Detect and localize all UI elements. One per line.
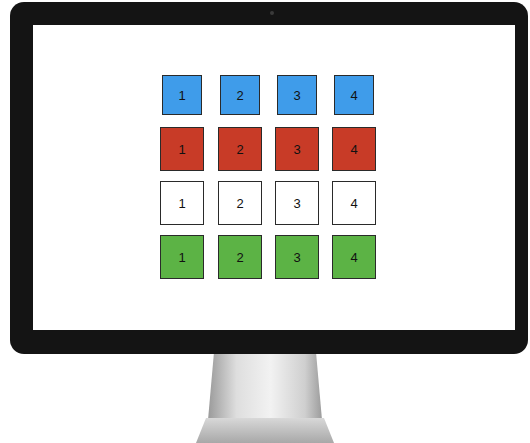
- box-number: 4: [350, 197, 357, 210]
- number-box: 1: [160, 235, 204, 279]
- number-box: 2: [218, 127, 262, 171]
- box-number: 2: [236, 197, 243, 210]
- box-number: 1: [178, 251, 185, 264]
- number-box: 3: [277, 75, 317, 115]
- box-number: 4: [350, 143, 357, 156]
- box-number: 3: [293, 251, 300, 264]
- number-box: 2: [218, 181, 262, 225]
- box-number: 1: [178, 89, 185, 102]
- number-box: 2: [218, 235, 262, 279]
- box-number: 1: [178, 143, 185, 156]
- box-number: 3: [293, 143, 300, 156]
- box-number: 2: [236, 251, 243, 264]
- box-number: 3: [293, 89, 300, 102]
- monitor-base: [196, 418, 334, 443]
- box-number: 1: [178, 197, 185, 210]
- camera-dot: [270, 11, 274, 15]
- box-number: 4: [350, 251, 357, 264]
- number-box: 2: [220, 75, 260, 115]
- number-box: 4: [332, 127, 376, 171]
- box-number: 4: [350, 89, 357, 102]
- box-number: 2: [236, 143, 243, 156]
- number-box: 3: [275, 235, 319, 279]
- number-box: 1: [162, 75, 202, 115]
- monitor-stand: [208, 352, 322, 420]
- number-box: 4: [334, 75, 374, 115]
- number-box: 4: [332, 181, 376, 225]
- number-box: 1: [160, 127, 204, 171]
- number-box: 4: [332, 235, 376, 279]
- monitor-bezel: [10, 2, 528, 354]
- box-number: 3: [293, 197, 300, 210]
- monitor-screen: [33, 25, 515, 330]
- number-box: 3: [275, 181, 319, 225]
- number-box: 3: [275, 127, 319, 171]
- box-number: 2: [236, 89, 243, 102]
- number-box: 1: [160, 181, 204, 225]
